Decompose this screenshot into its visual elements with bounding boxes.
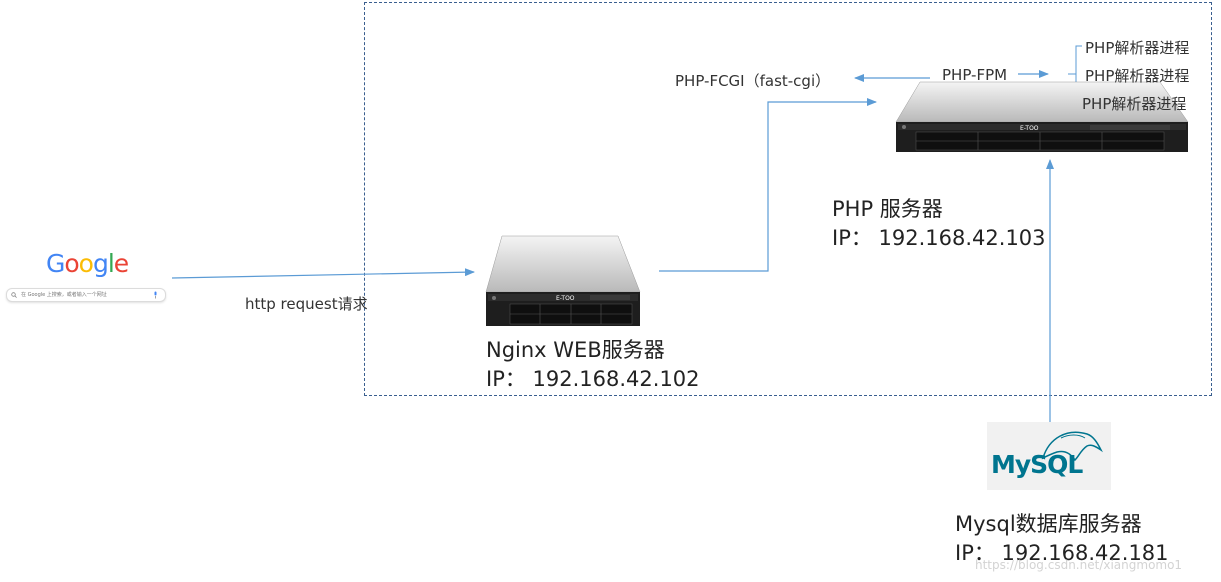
request-arrow [172, 272, 474, 278]
php-process-label: PHP解析器进程 [1082, 93, 1186, 114]
php-server-ip: IP： 192.168.42.103 [832, 225, 1046, 251]
mysql-logo-wordmark: MySQL [991, 450, 1082, 479]
nginx-server-ip: IP： 192.168.42.102 [486, 366, 700, 392]
nginx-server-name: Nginx WEB服务器 [486, 337, 665, 363]
mysql-logo-text: MySQL [991, 450, 1082, 479]
php-server-name: PHP 服务器 [832, 196, 943, 222]
nginx-server-brand: E-TOO [556, 295, 575, 302]
mysql-logo: MySQL [987, 422, 1111, 490]
php-process-label: PHP解析器进程 [1085, 65, 1189, 86]
php-fcgi-label: PHP-FCGI（fast-cgi） [675, 70, 830, 91]
nginx-server-icon [486, 236, 640, 326]
watermark: https://blog.csdn.net/xiangmomo1 [975, 558, 1182, 572]
mysql-server-name: Mysql数据库服务器 [955, 511, 1142, 537]
php-fpm-label: PHP-FPM [942, 66, 1007, 84]
php-process-label: PHP解析器进程 [1085, 37, 1189, 58]
php-server-brand: E-TOO [1020, 125, 1039, 132]
